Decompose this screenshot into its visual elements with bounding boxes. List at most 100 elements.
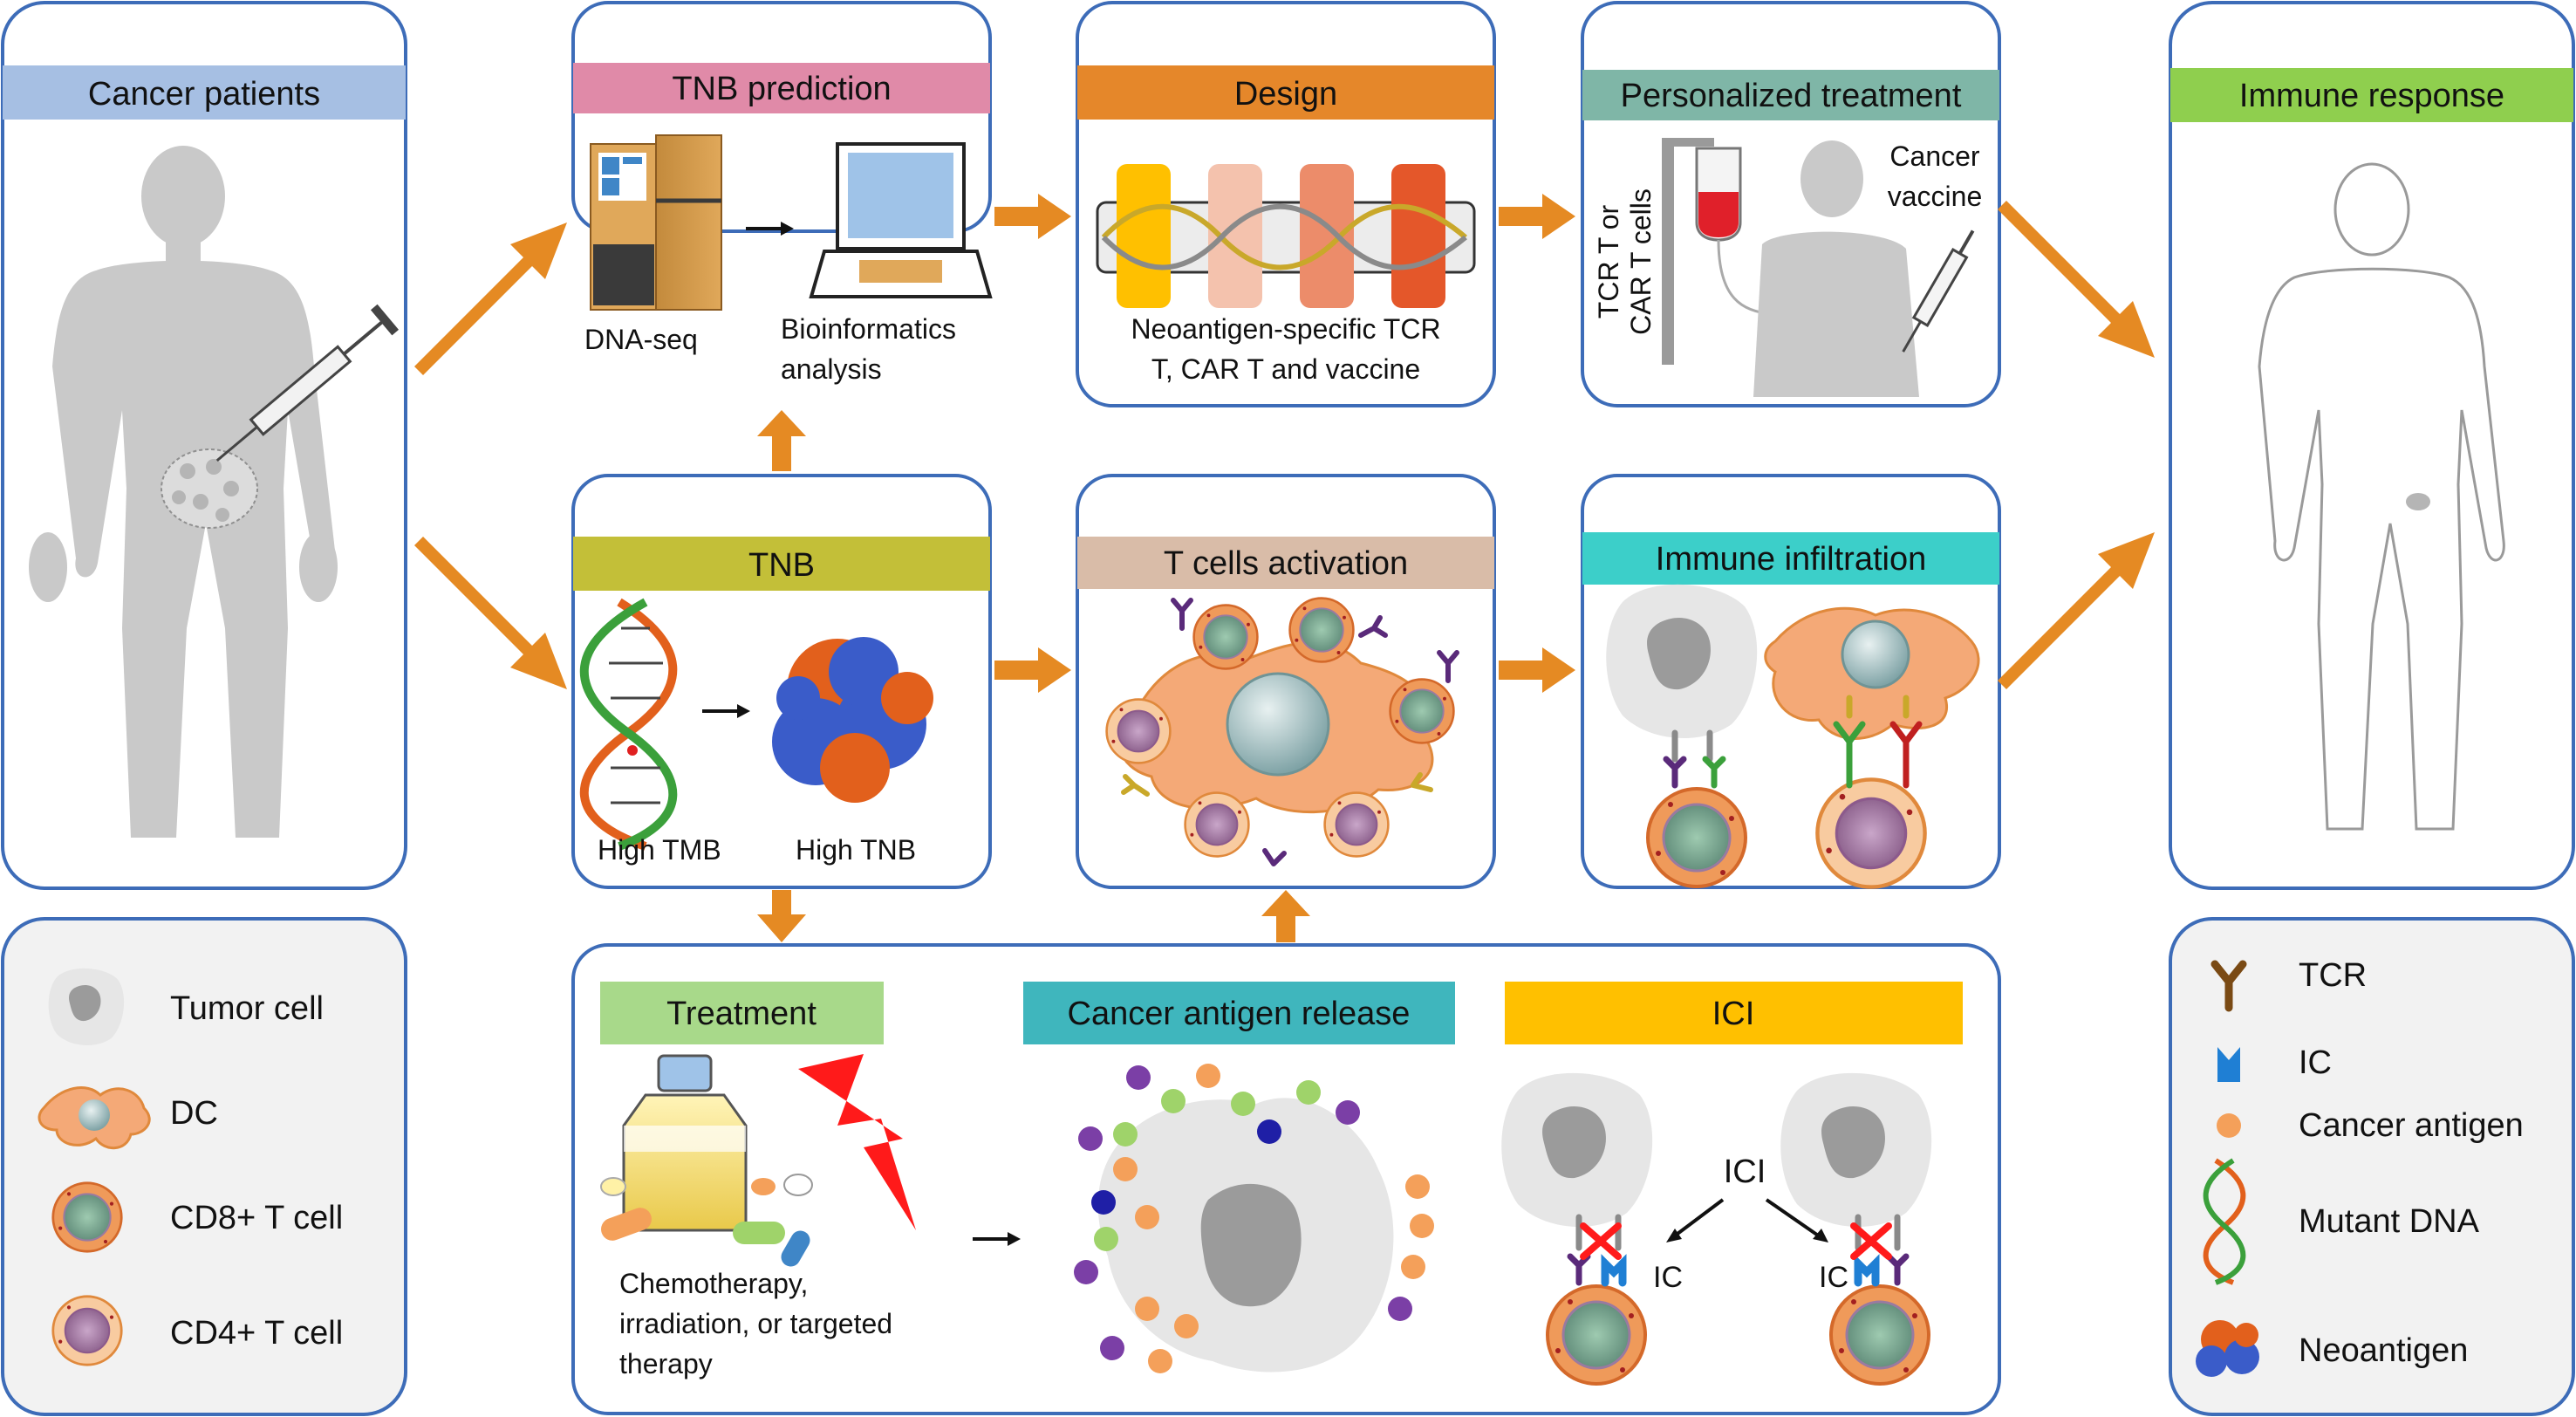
treatment-caption-3: therapy	[619, 1348, 713, 1379]
legend-cd4-label: CD4+ T cell	[170, 1315, 343, 1352]
immune-response-header	[2170, 68, 2573, 122]
pills-icon	[600, 1174, 813, 1267]
bioinformatics-label-2: analysis	[781, 353, 882, 385]
cd4-t-cell-1	[1105, 698, 1172, 764]
arrow-infiltration-to-response	[1998, 532, 2155, 689]
patient-silhouette	[29, 146, 338, 838]
cancer-vaccine-label-2: vaccine	[1888, 181, 1983, 212]
legend-neoantigen-label: Neoantigen	[2299, 1332, 2468, 1369]
infiltration-tumor-cell	[1606, 584, 1758, 739]
ici-center-label: ICI	[1724, 1153, 1766, 1190]
cancer-antigen-dots	[1074, 1064, 1434, 1373]
ici-checkpoint-blockade	[1567, 1214, 1910, 1287]
treatment-caption-1: Chemotherapy,	[619, 1268, 808, 1299]
ici-cd8-t-cell-left	[1546, 1284, 1647, 1386]
immune-infiltration-title: Immune infiltration	[1656, 541, 1926, 578]
ici-tumor-cell-left	[1501, 1072, 1653, 1228]
immune-response-title: Immune response	[2239, 78, 2504, 114]
ici-title: ICI	[1712, 996, 1755, 1032]
healthy-patient-outline	[2258, 162, 2505, 831]
biopsy-syringe-icon	[215, 304, 400, 462]
arrow-personalized-to-response	[1998, 201, 2155, 358]
ici-arrow-right	[1765, 1198, 1825, 1241]
legend-dc-icon	[38, 1086, 151, 1150]
ici-arrow-left	[1669, 1198, 1725, 1241]
arrow-bottom-to-activation	[1261, 890, 1310, 942]
treatment-header	[600, 982, 884, 1044]
legend-tumor-cell-icon	[48, 968, 125, 1046]
tcr-markers	[1121, 598, 1459, 866]
legend-neoantigen-icon	[2196, 1320, 2259, 1377]
tcell-activation-title: T cells activation	[1164, 545, 1408, 582]
legend-dc-label: DC	[170, 1095, 218, 1132]
legend-ic-label: IC	[2299, 1044, 2332, 1081]
cd8-t-cell-2	[1288, 597, 1355, 663]
legend-left-panel	[1, 917, 407, 1416]
cd4-t-cell-2	[1184, 791, 1250, 858]
design-header	[1077, 65, 1494, 120]
arrow-tnb-to-prediction	[757, 410, 806, 471]
arrow-patients-to-tnb	[414, 537, 567, 689]
treatment-caption-2: irradiation, or targeted	[619, 1308, 892, 1339]
dendritic-cell-activation	[1117, 641, 1434, 814]
infiltration-dendritic-cell	[1764, 606, 1980, 740]
tnb-prediction-title: TNB prediction	[672, 71, 891, 107]
tumor-cluster-icon	[161, 448, 258, 529]
legend-tcr-label: TCR	[2299, 957, 2367, 994]
treatment-title: Treatment	[666, 996, 817, 1032]
flow-arrows	[414, 194, 2155, 942]
ici-cd8-t-cell-right	[1829, 1284, 1930, 1386]
legend-tumor-cell-label: Tumor cell	[170, 990, 324, 1027]
arrow-design-to-personalized	[1499, 194, 1575, 239]
cd8-t-cell-1	[1192, 604, 1259, 670]
cancer-vaccine-label-1: Cancer	[1889, 140, 1980, 172]
release-title: Cancer antigen release	[1068, 996, 1411, 1032]
antigen-release-tumor	[1097, 1098, 1394, 1373]
vaccine-syringe-icon	[1902, 229, 1975, 353]
tcr-car-label-2: CAR T cells	[1625, 188, 1657, 335]
infiltration-cd4-t-cell	[1817, 779, 1924, 886]
drug-bottle-icon	[622, 1054, 748, 1232]
legend-cd8-label: CD8+ T cell	[170, 1200, 343, 1236]
legend-cancer-antigen-icon	[2217, 1113, 2241, 1138]
patient-torso-icon	[1753, 140, 1919, 397]
ici-ic-left-label: IC	[1653, 1261, 1683, 1294]
laptop-icon	[809, 142, 993, 298]
cd4-t-cell-3	[1323, 791, 1390, 858]
immune-response-panel	[2169, 1, 2575, 890]
cd8-t-cell-3	[1389, 678, 1455, 744]
bioinformatics-label-1: Bioinformatics	[781, 313, 956, 345]
tnb-prediction-header	[573, 63, 990, 113]
tcell-activation-header	[1077, 537, 1494, 589]
legend-ic-icon	[2217, 1047, 2240, 1082]
legend-cancer-antigen-label: Cancer antigen	[2299, 1107, 2524, 1144]
personalized-treatment-title: Personalized treatment	[1621, 78, 1962, 114]
infiltration-cd8-t-cell	[1646, 787, 1747, 888]
tcr-car-label-1: TCR T or	[1593, 204, 1624, 318]
legend-mutant-dna-label: Mutant DNA	[2299, 1203, 2480, 1240]
high-tnb-label: High TNB	[796, 834, 916, 866]
ici-tumor-cell-right	[1780, 1072, 1932, 1228]
neoantigen-design-illustration	[1096, 164, 1476, 308]
tnb-title: TNB	[748, 547, 815, 584]
dna-seq-label: DNA-seq	[584, 324, 698, 355]
design-caption-1: Neoantigen-specific TCR	[1131, 313, 1440, 345]
release-header	[1023, 982, 1455, 1044]
arrow-tnb-to-bottom	[757, 890, 806, 942]
legend-right-panel	[2169, 917, 2575, 1416]
legend-tcr-icon	[2210, 960, 2247, 1012]
iv-bag-icon	[1662, 138, 1780, 365]
mutant-dna-illustration	[579, 598, 678, 851]
high-tmb-label: High TMB	[598, 834, 721, 866]
legend-mutant-dna-icon	[2203, 1158, 2246, 1285]
cancer-patients-title: Cancer patients	[88, 76, 320, 113]
arrow-prediction-to-design	[994, 194, 1071, 239]
arrow-activation-to-infiltration	[1499, 647, 1575, 693]
legend-cd4-t-cell-icon	[51, 1295, 123, 1366]
tnb-header	[573, 537, 990, 591]
design-caption-2: T, CAR T and vaccine	[1151, 353, 1420, 385]
immune-infiltration-header	[1582, 532, 1999, 585]
infiltration-receptor-binding	[1663, 695, 1923, 789]
ici-header	[1505, 982, 1963, 1044]
